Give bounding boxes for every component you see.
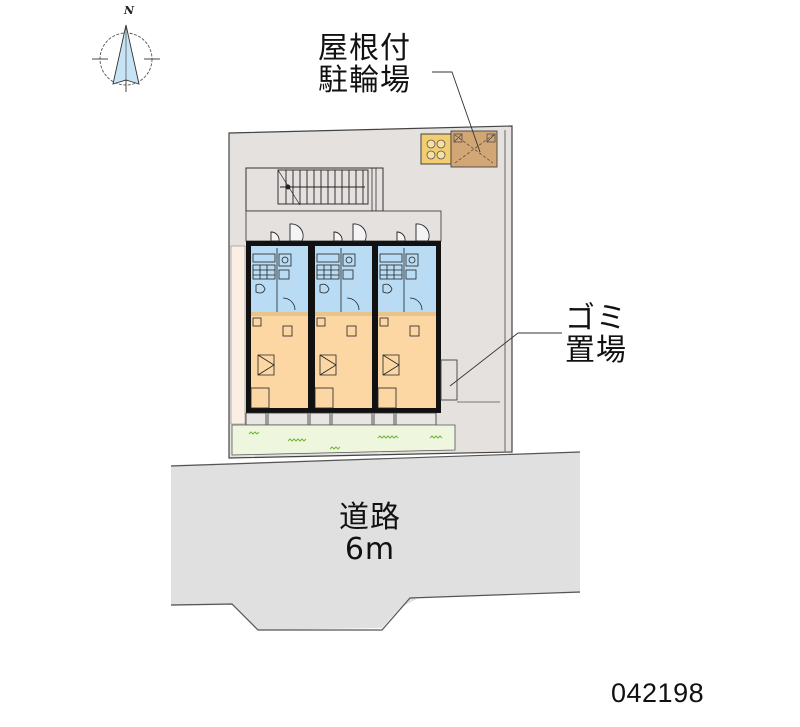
garbage-label-line2: 置場	[565, 332, 627, 368]
garden	[231, 424, 456, 456]
balconies	[245, 412, 437, 426]
garbage-area	[440, 359, 458, 401]
north-label: N	[124, 4, 135, 17]
entry-doors	[270, 223, 430, 242]
road-label-line1: 道路	[339, 500, 401, 535]
bicycle-rack	[420, 133, 452, 165]
north-arrow-icon	[92, 24, 160, 92]
road-label: 道路 6m	[325, 502, 415, 565]
garbage-area-label: ゴミ 置場	[565, 303, 627, 366]
bicycle-parking-label-line2: 駐輪場	[318, 62, 411, 98]
bicycle-shed-roof	[450, 130, 498, 168]
property-code: 042198	[611, 678, 705, 708]
garbage-label-line1: ゴミ	[565, 301, 627, 336]
stairs	[277, 169, 369, 206]
bicycle-parking-label-line1: 屋根付	[318, 31, 411, 66]
grass-marks	[248, 431, 443, 450]
road-width-label: 6m	[344, 531, 396, 567]
bicycle-parking-label: 屋根付 駐輪場	[318, 33, 411, 96]
road	[171, 452, 580, 630]
